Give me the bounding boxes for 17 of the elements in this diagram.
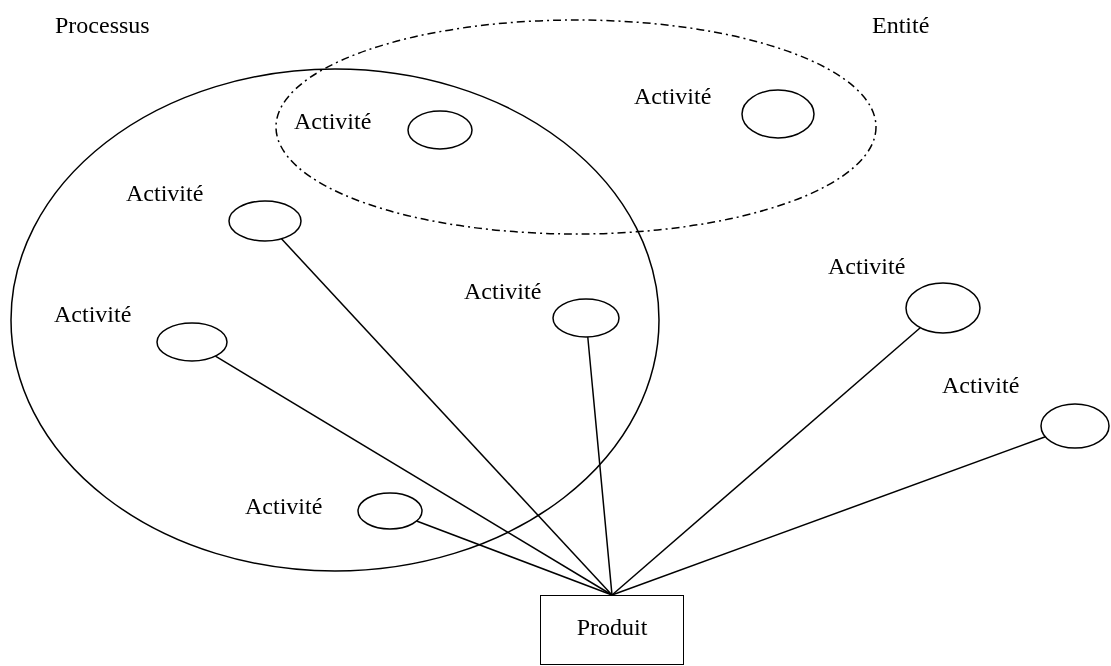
- node-label: Activité: [634, 82, 712, 111]
- node-label: Produit: [576, 613, 648, 642]
- node-label: Activité: [464, 277, 542, 306]
- node-label: Activité: [942, 371, 1020, 400]
- node-label: Activité: [126, 179, 204, 208]
- node-label: Entité: [872, 11, 930, 40]
- product-box: [540, 595, 684, 665]
- connector-line: [280, 238, 613, 596]
- node-label: Activité: [245, 492, 323, 521]
- connector-line: [587, 336, 613, 596]
- node-label: Activité: [828, 252, 906, 281]
- node-caption: Activité: [294, 107, 372, 136]
- node-label: Activité: [54, 300, 132, 329]
- node-label: Processus: [55, 11, 150, 40]
- connector-line: [214, 355, 613, 596]
- connector-line: [611, 326, 921, 596]
- connector-line: [611, 436, 1047, 596]
